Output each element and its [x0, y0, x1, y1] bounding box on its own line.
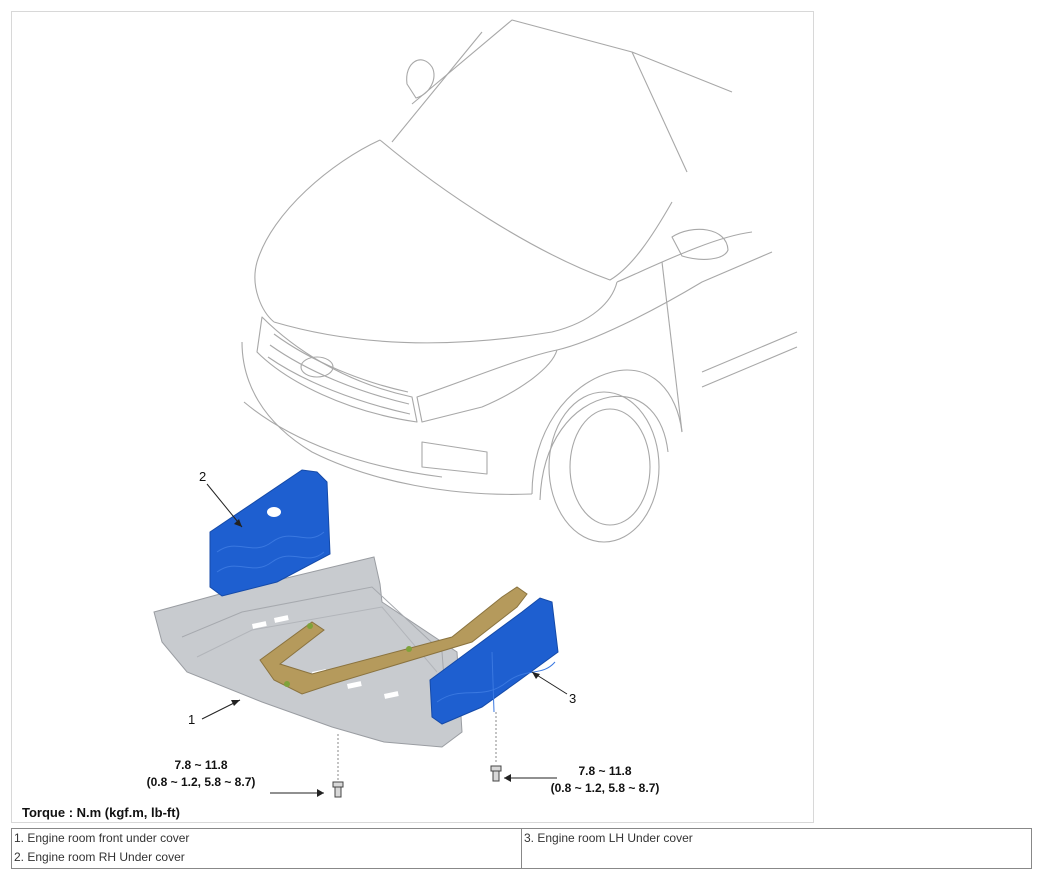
legend-cell-left: 1. Engine room front under cover 2. Engi…	[11, 828, 522, 869]
legend-row: 1. Engine room front under cover 2. Engi…	[11, 828, 1032, 869]
callout-lh-cover: 3	[569, 691, 577, 706]
legend-item: 3. Engine room LH Under cover	[524, 831, 693, 845]
bolt-icon	[490, 765, 502, 782]
torque-spec-left-value: 7.8 ~ 11.8	[174, 758, 228, 772]
callout-rh-cover: 2	[199, 469, 207, 484]
rh-under-cover	[209, 469, 331, 597]
legend-item: 1. Engine room front under cover	[14, 831, 190, 845]
callout-front-cover: 1	[188, 712, 196, 727]
diagram-frame: 1 2 3 7.8 ~ 11.8 (0.8 ~ 1.2, 5.8 ~ 8.7) …	[11, 11, 814, 823]
bolt-icon	[332, 781, 344, 798]
arrow-heads	[231, 519, 540, 797]
torque-unit-note: Torque : N.m (kgf.m, lb-ft)	[22, 805, 180, 820]
lh-under-cover	[429, 597, 559, 725]
torque-spec-right-alt: (0.8 ~ 1.2, 5.8 ~ 8.7)	[550, 781, 660, 795]
under-cover-diagram	[153, 19, 798, 798]
legend-item: 2. Engine room RH Under cover	[14, 850, 185, 864]
legend-cell-right: 3. Engine room LH Under cover	[521, 828, 1032, 869]
parts-legend-table: 1. Engine room front under cover 2. Engi…	[11, 828, 1032, 869]
bolt-guides	[337, 712, 497, 780]
vehicle-outline	[241, 19, 798, 543]
center-frame	[259, 586, 528, 695]
torque-spec-left-alt: (0.8 ~ 1.2, 5.8 ~ 8.7)	[146, 775, 256, 789]
torque-spec-right-value: 7.8 ~ 11.8	[578, 764, 632, 778]
torque-spec-left: 7.8 ~ 11.8 (0.8 ~ 1.2, 5.8 ~ 8.7)	[126, 757, 276, 791]
torque-spec-right: 7.8 ~ 11.8 (0.8 ~ 1.2, 5.8 ~ 8.7)	[530, 763, 680, 797]
